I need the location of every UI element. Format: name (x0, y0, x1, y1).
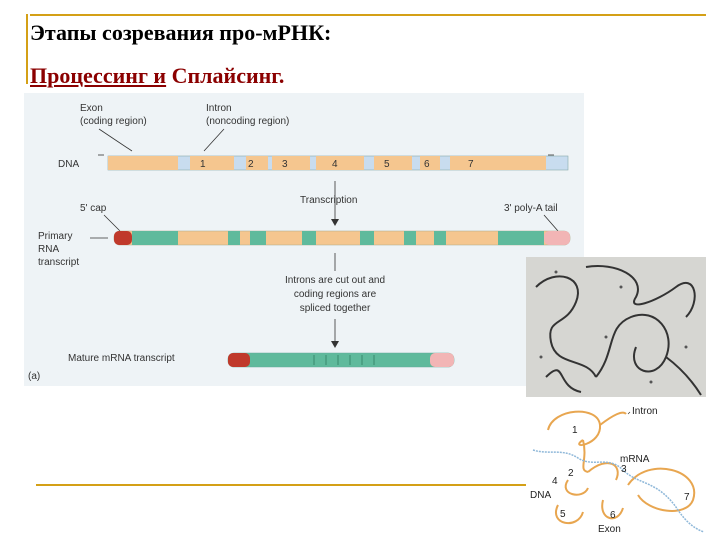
primary-exon-2 (228, 231, 240, 245)
sketch-intron-label: Intron (632, 406, 658, 417)
slide-subtitle: Процессинг и Сплайсинг. (30, 63, 284, 89)
dna-label: DNA (58, 159, 79, 170)
segment-number-3: 3 (282, 159, 288, 170)
micrograph-svg (526, 257, 706, 397)
micrograph-speck (604, 335, 608, 339)
intron-sublabel: (noncoding region) (206, 116, 289, 127)
splice-label-line1: Introns are cut out and (285, 275, 385, 286)
sketch-intron-pointer (627, 411, 631, 415)
rna-label: RNA (38, 244, 59, 255)
primary-polya-tail (544, 231, 570, 245)
primary-exon-3 (250, 231, 266, 245)
dna-exon-1 (190, 156, 234, 170)
exon-sublabel: (coding region) (80, 116, 147, 127)
micrograph-speck (649, 380, 653, 384)
sketch-number-7: 7 (684, 492, 690, 503)
splicing-arrowhead (331, 341, 339, 348)
intron-label: Intron (206, 103, 232, 114)
sketch-intron-strand (599, 411, 627, 426)
sketch-number-2: 2 (568, 468, 574, 479)
mature-cap (228, 353, 250, 367)
sketch-number-6: 6 (610, 510, 616, 521)
splice-label-line3: spliced together (300, 303, 371, 314)
dna-exon-2 (246, 156, 268, 170)
dna-exon-7 (450, 156, 546, 170)
mature-label: Mature mRNA transcript (68, 353, 175, 364)
primary-exon-5 (360, 231, 374, 245)
micrograph-strand-4 (545, 369, 582, 393)
exon-pointer (98, 128, 133, 152)
dna-exon-0 (108, 156, 178, 170)
micrograph-bg (526, 257, 706, 397)
sketch-number-4: 4 (552, 476, 558, 487)
subtitle-splicing: Сплайсинг. (166, 63, 285, 88)
sketch-number-1: 1 (572, 425, 578, 436)
segment-number-6: 6 (424, 159, 430, 170)
mature-polya-tail (430, 353, 454, 367)
micrograph-speck (619, 285, 623, 289)
sketch-exon-label: Exon (598, 524, 621, 535)
intron-pointer (203, 128, 225, 152)
micrograph-speck (684, 345, 688, 349)
splice-label-line2: coding regions are (294, 289, 377, 300)
dna-exon-5 (374, 156, 412, 170)
left-gold-line (26, 14, 28, 84)
sketch-number-3: 3 (621, 464, 627, 475)
bottom-gold-line (36, 484, 526, 486)
slide-title: Этапы созревания про-мРНК: (30, 20, 332, 45)
sketch-mrna-label: mRNA (620, 454, 650, 465)
primary-exon-6 (404, 231, 416, 245)
segment-number-4: 4 (332, 159, 338, 170)
sketch-loop-2 (582, 439, 589, 473)
sketch-number-5: 5 (560, 509, 566, 520)
transcription-label: Transcription (300, 195, 357, 206)
dna-exon-6 (420, 156, 440, 170)
primary-label: Primary (38, 231, 72, 242)
polya-label: 3' poly-A tail (504, 203, 558, 214)
micrograph-speck (539, 355, 543, 359)
sketch-loop-6 (601, 499, 624, 520)
splice-label-bg (258, 271, 412, 319)
primary-exon-1 (132, 231, 178, 245)
interpretive-sketch: Intron mRNA DNA Exon 1 2 3 4 5 6 7 (528, 400, 706, 535)
primary-cap (114, 231, 132, 245)
sketch-dna-strand (532, 449, 705, 533)
sketch-loop-7 (627, 467, 696, 512)
top-gold-line (30, 14, 706, 16)
sketch-dna-label: DNA (530, 490, 551, 501)
sketch-loop-4 (564, 479, 589, 496)
dna-exon-3 (272, 156, 310, 170)
primary-exon-7 (434, 231, 446, 245)
cap-pointer (103, 214, 121, 232)
processing-diagram: Exon (coding region) Intron (noncoding r… (24, 93, 584, 386)
dna-exon-4 (316, 156, 364, 170)
sketch-loop-3 (587, 462, 619, 481)
mature-mrna-bar (227, 352, 455, 368)
exon-label: Exon (80, 103, 103, 114)
micrograph-strand-1 (535, 275, 597, 378)
subtitle-processing: Процессинг и (30, 63, 167, 88)
segment-number-2: 2 (248, 159, 254, 170)
processing-diagram-svg: Exon (coding region) Intron (noncoding r… (28, 103, 571, 382)
panel-label: (a) (28, 371, 40, 382)
transcription-arrowhead (331, 219, 339, 226)
micrograph-strand-5 (665, 356, 702, 396)
segment-number-5: 5 (384, 159, 390, 170)
primary-exon-4 (302, 231, 316, 245)
segment-number-1: 1 (200, 159, 206, 170)
transcript-label: transcript (38, 257, 79, 268)
micrograph-strand-3 (585, 265, 696, 318)
segment-number-7: 7 (468, 159, 474, 170)
micrograph-strand-2 (595, 313, 670, 378)
primary-exon-8 (498, 231, 544, 245)
electron-micrograph (526, 257, 706, 397)
micrograph-speck (554, 270, 558, 274)
cap-label: 5' cap (80, 203, 107, 214)
polya-pointer (543, 214, 559, 232)
sketch-svg: Intron mRNA DNA Exon 1 2 3 4 5 6 7 (530, 406, 705, 535)
sketch-loop-5 (555, 504, 584, 525)
